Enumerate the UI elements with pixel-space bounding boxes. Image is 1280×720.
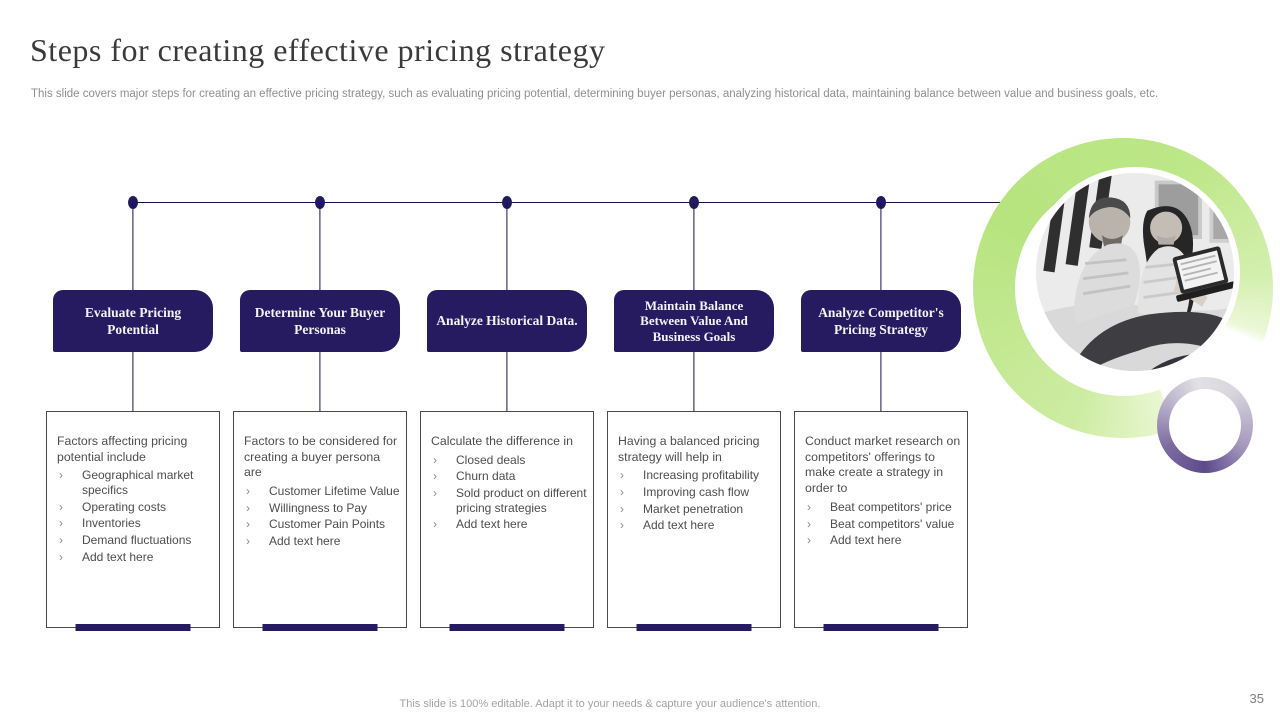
list-item: ›Beat competitors' price [807, 499, 952, 514]
list-item: ›Customer Pain Points [246, 517, 386, 532]
connector-stub [132, 352, 134, 411]
step-column-5: Analyze Competitor's Pricing Strategy Co… [794, 196, 968, 640]
chevron-bullet-icon: › [620, 501, 624, 516]
connector-line [133, 202, 1003, 204]
chevron-bullet-icon: › [620, 485, 624, 500]
step-title: Determine Your Buyer Personas [254, 304, 386, 337]
chevron-bullet-icon: › [246, 517, 250, 532]
step-detail-box[interactable]: Conduct market research on competitors' … [794, 411, 968, 631]
connector-stub [880, 203, 882, 290]
accent-underline [823, 624, 939, 631]
step-column-3: Analyze Historical Data. Calculate the d… [420, 196, 594, 640]
step-intro: Factors to be considered for creating a … [244, 434, 398, 480]
slide-description: This slide covers major steps for creati… [31, 88, 1159, 100]
connector-stub [880, 352, 882, 411]
accent-underline [449, 624, 565, 631]
chevron-bullet-icon: › [246, 500, 250, 515]
chevron-bullet-icon: › [620, 468, 624, 483]
chevron-bullet-icon: › [433, 452, 437, 467]
list-item: ›Closed deals [433, 452, 526, 467]
list-item: ›Geographical market specifics [59, 468, 194, 498]
accent-underline [75, 624, 191, 631]
accent-underline [636, 624, 752, 631]
connector-node-icon [876, 196, 886, 209]
people-photo-illustration [1036, 173, 1234, 371]
list-item: ›Demand fluctuations [59, 532, 192, 547]
step-title: Evaluate Pricing Potential [84, 304, 182, 337]
chevron-bullet-icon: › [807, 533, 811, 548]
list-item: ›Sold product on different pricing strat… [433, 485, 587, 515]
connector-stub [693, 352, 695, 411]
chevron-bullet-icon: › [59, 468, 63, 483]
connector-stub [693, 203, 695, 290]
connector-stub [506, 352, 508, 411]
list-item: ›Operating costs [59, 499, 167, 514]
step-detail-box[interactable]: Calculate the difference in ›Closed deal… [420, 411, 594, 631]
list-item: ›Inventories [59, 516, 141, 531]
connector-stub [319, 203, 321, 290]
step-column-1: Evaluate Pricing Potential Factors affec… [46, 196, 220, 640]
connector-stub [132, 203, 134, 290]
chevron-bullet-icon: › [433, 517, 437, 532]
step-title-box[interactable]: Determine Your Buyer Personas [240, 290, 400, 352]
step-title: Analyze Historical Data. [436, 313, 578, 329]
chevron-bullet-icon: › [433, 485, 437, 500]
step-title-box[interactable]: Analyze Competitor's Pricing Strategy [801, 290, 961, 352]
connector-node-icon [502, 196, 512, 209]
step-title-box[interactable]: Evaluate Pricing Potential [53, 290, 213, 352]
list-item: ›Add text here [807, 533, 902, 548]
chevron-bullet-icon: › [807, 499, 811, 514]
editable-note: This slide is 100% editable. Adapt it to… [399, 698, 821, 710]
page-title: Steps for creating effective pricing str… [30, 32, 606, 68]
chevron-bullet-icon: › [807, 516, 811, 531]
chevron-bullet-icon: › [246, 484, 250, 499]
chevron-bullet-icon: › [59, 499, 63, 514]
list-item: ›Improving cash flow [620, 485, 750, 500]
step-detail-box[interactable]: Factors affecting pricing potential incl… [46, 411, 220, 631]
step-intro: Having a balanced pricing strategy will … [618, 434, 760, 464]
step-intro: Calculate the difference in [431, 434, 573, 448]
page-number: 35 [1249, 691, 1264, 706]
list-item: ›Market penetration [620, 501, 744, 516]
list-item: ›Increasing profitability [620, 468, 760, 483]
connector-stub [319, 352, 321, 411]
step-column-2: Determine Your Buyer Personas Factors to… [233, 196, 407, 640]
connector-stub [506, 203, 508, 290]
step-detail-box[interactable]: Having a balanced pricing strategy will … [607, 411, 781, 631]
accent-underline [262, 624, 378, 631]
list-item: ›Customer Lifetime Value [246, 484, 400, 499]
step-intro: Factors affecting pricing potential incl… [57, 434, 188, 464]
step-intro: Conduct market research on competitors' … [805, 434, 961, 496]
chevron-bullet-icon: › [246, 534, 250, 549]
step-title: Maintain Balance Between Value And Busin… [640, 297, 748, 344]
list-item: ›Add text here [59, 549, 154, 564]
step-column-4: Maintain Balance Between Value And Busin… [607, 196, 781, 640]
list-item: ›Add text here [620, 518, 715, 533]
purple-ring-decoration [1157, 377, 1253, 473]
list-item: ›Churn data [433, 469, 516, 484]
connector-node-icon [128, 196, 138, 209]
connector-node-icon [689, 196, 699, 209]
step-title: Analyze Competitor's Pricing Strategy [818, 304, 944, 337]
connector-node-icon [315, 196, 325, 209]
chevron-bullet-icon: › [59, 516, 63, 531]
ring-inner-hole [1169, 389, 1241, 461]
list-item: ›Beat competitors' value [807, 516, 955, 531]
list-item: ›Willingness to Pay [246, 500, 368, 515]
chevron-bullet-icon: › [433, 469, 437, 484]
chevron-bullet-icon: › [59, 549, 63, 564]
step-detail-box[interactable]: Factors to be considered for creating a … [233, 411, 407, 631]
step-title-box[interactable]: Maintain Balance Between Value And Busin… [614, 290, 774, 352]
people-photo [1030, 167, 1240, 377]
list-item: ›Add text here [246, 534, 341, 549]
chevron-bullet-icon: › [59, 532, 63, 547]
list-item: ›Add text here [433, 517, 528, 532]
chevron-bullet-icon: › [620, 518, 624, 533]
step-title-box[interactable]: Analyze Historical Data. [427, 290, 587, 352]
